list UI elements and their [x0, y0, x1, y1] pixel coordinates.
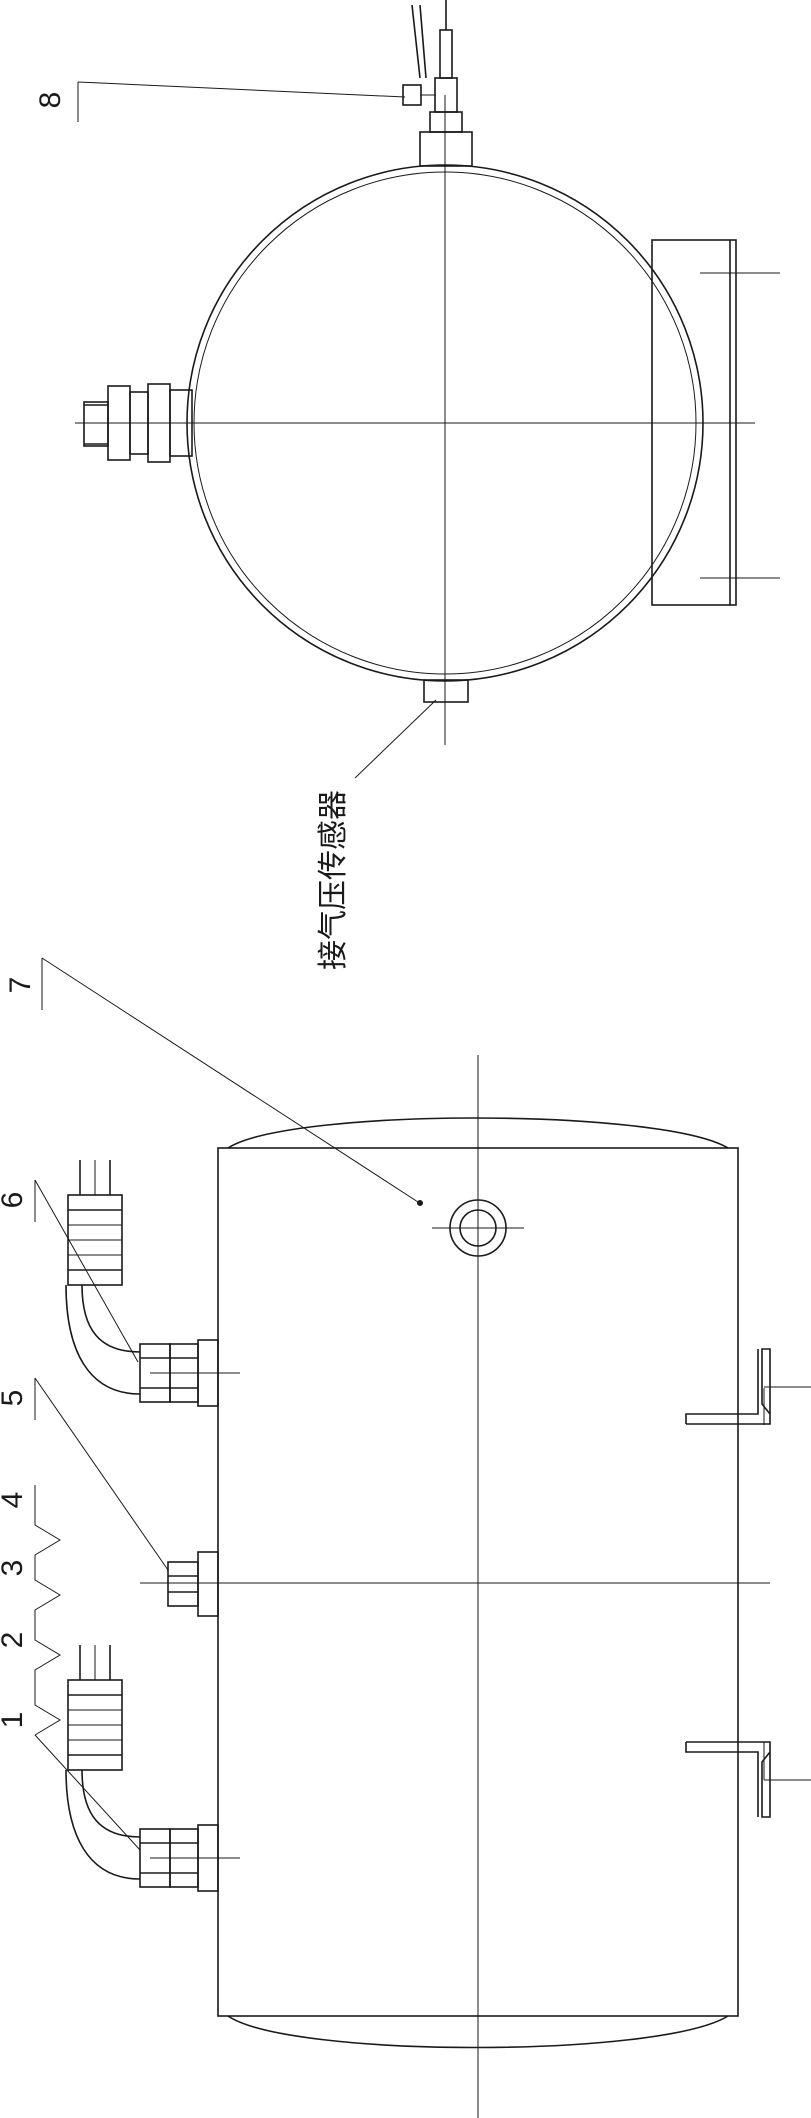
tank-circle-inner	[193, 171, 697, 675]
svg-text:4: 4	[0, 1492, 29, 1509]
svg-text:3: 3	[0, 1560, 29, 1577]
drain-valve	[402, 0, 473, 167]
center-fitting	[140, 1551, 219, 1617]
mounting-bracket-lower	[685, 1741, 811, 1818]
svg-text:5: 5	[0, 1390, 29, 1407]
svg-text:8: 8	[34, 92, 67, 109]
end-view: 接气压传感器 8	[34, 0, 780, 970]
svg-text:1: 1	[0, 1712, 29, 1729]
callout-5: 5	[0, 1377, 169, 1571]
side-fitting	[83, 383, 193, 463]
callout-7: 7	[4, 957, 423, 1206]
callout-6: 6	[0, 1179, 139, 1363]
sensor-leader	[354, 699, 437, 779]
callouts-1-to-4: 4 3 2 1	[0, 1485, 141, 1851]
callout-8: 8	[34, 81, 406, 122]
lower-hose-fitting	[65, 1645, 240, 1892]
tank-head-bottom	[227, 2015, 729, 2049]
drain-port	[432, 1199, 524, 1257]
sensor-label: 接气压传感器	[316, 790, 351, 970]
side-view: 7 6 5 4 3 2 1	[0, 957, 811, 2118]
svg-text:2: 2	[0, 1632, 29, 1649]
tank-circle-outer	[186, 164, 704, 682]
sensor-port	[423, 679, 469, 703]
mounting-bracket	[651, 239, 780, 606]
upper-hose-fitting	[65, 1160, 240, 1407]
tank-head-top	[227, 1117, 729, 1149]
mounting-bracket-upper	[685, 1348, 811, 1425]
svg-text:6: 6	[0, 1192, 29, 1209]
svg-text:7: 7	[4, 977, 37, 994]
